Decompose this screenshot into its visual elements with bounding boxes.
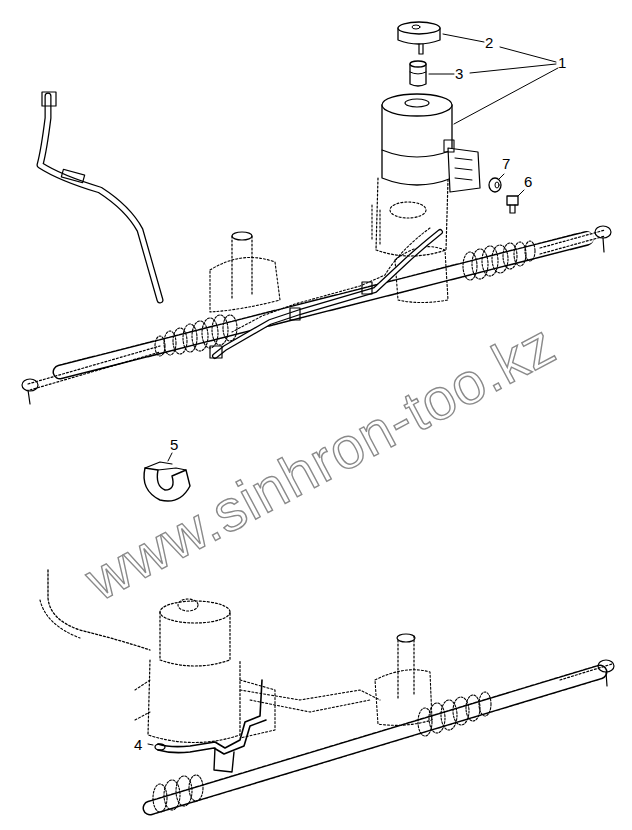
callout-number: 2 — [485, 35, 493, 50]
callout-number: 1 — [558, 55, 566, 70]
callout-number: 6 — [524, 174, 532, 189]
callout-number: 7 — [502, 156, 510, 171]
callout-number: 5 — [170, 437, 178, 452]
watermark: www.sinhron-too.kz — [76, 313, 564, 611]
callout-number: 3 — [455, 66, 463, 81]
callout-number: 4 — [134, 737, 142, 752]
